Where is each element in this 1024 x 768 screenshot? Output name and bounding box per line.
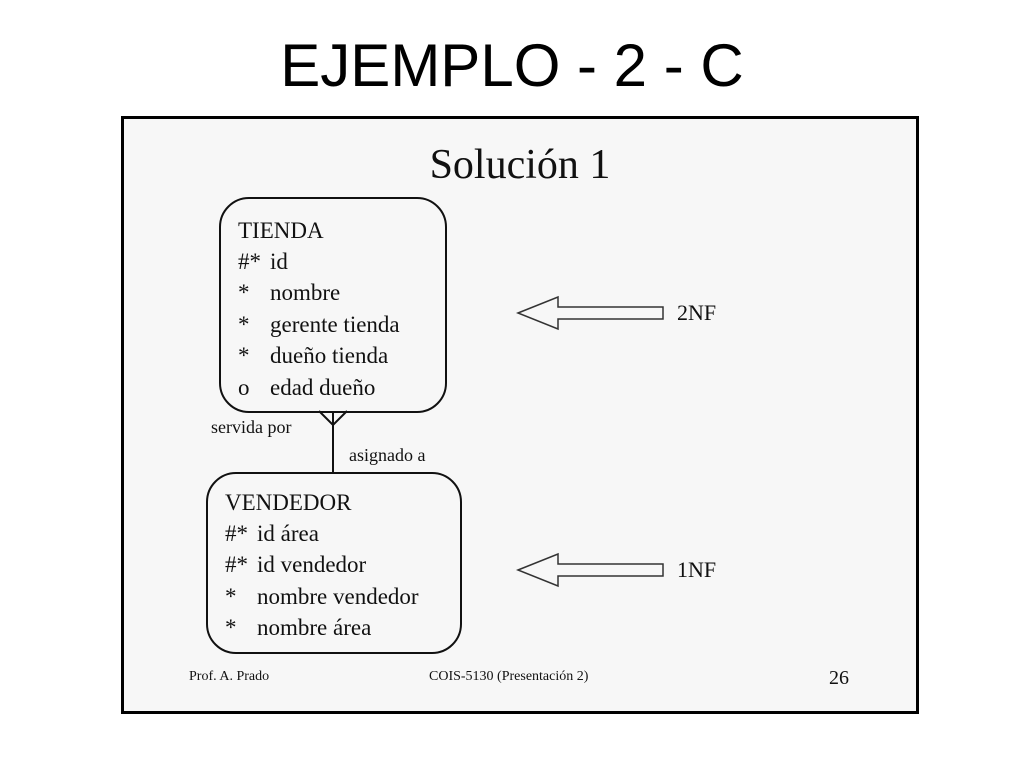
attribute-row: #* id [238,246,400,278]
normal-form-label-1nf: 1NF [677,557,717,582]
entity-name: VENDEDOR [225,490,352,515]
normal-form-label-2nf: 2NF [677,300,717,325]
footer-course: COIS-5130 (Presentación 2) [429,669,589,684]
diagram-title: Solución 1 [429,142,611,188]
attribute-marker: #* [225,552,248,578]
left-arrow-icon [515,552,664,588]
attribute-name: nombre vendedor [257,583,419,609]
diagram-frame: Solución 1 TIENDA #* id * nombre * gerente … [121,116,919,714]
attribute-row: o edad dueño [238,372,400,404]
attribute-name: id vendedor [257,552,367,578]
attribute-name: nombre [270,280,341,306]
entity-name: TIENDA [238,218,324,243]
attribute-marker: * [238,280,250,306]
attribute-marker: * [238,343,250,369]
attribute-marker: * [238,311,250,337]
attribute-row: * gerente tienda [238,309,400,341]
entity-vendedor: VENDEDOR #* id área #* id vendedor * nombre… [206,472,462,654]
entity-tienda: TIENDA #* id * nombre * gerente tienda * due… [219,197,447,413]
slide-title: EJEMPLO - 2 - C [280,32,744,99]
attribute-list: #* id * nombre * gerente tienda * dueño tien… [238,246,400,404]
attribute-name: id área [257,520,319,546]
attribute-row: * nombre vendedor [225,581,419,613]
attribute-name: edad dueño [270,374,376,400]
attribute-name: gerente tienda [270,311,400,337]
attribute-marker: * [225,615,237,641]
left-arrow-icon [515,295,664,331]
attribute-marker: #* [238,248,261,274]
page-number: 26 [829,667,849,689]
relationship-label-servida: servida por [211,417,292,437]
attribute-row: #* id área [225,518,419,550]
attribute-row: #* id vendedor [225,550,419,582]
crows-foot-icon [318,410,348,427]
relationship-label-asignado: asignado a [349,445,426,465]
footer-author: Prof. A. Prado [189,669,270,684]
attribute-row: * dueño tienda [238,341,400,373]
attribute-marker: o [238,374,250,400]
attribute-row: * nombre área [225,613,419,645]
attribute-name: nombre área [257,615,372,641]
diagram-lines [318,295,664,588]
attribute-marker: * [225,583,237,609]
attribute-name: dueño tienda [270,343,389,369]
attribute-row: * nombre [238,278,400,310]
attribute-name: id [270,248,288,274]
attribute-marker: #* [225,520,248,546]
attribute-list: #* id área #* id vendedor * nombre vendedor… [225,518,419,644]
